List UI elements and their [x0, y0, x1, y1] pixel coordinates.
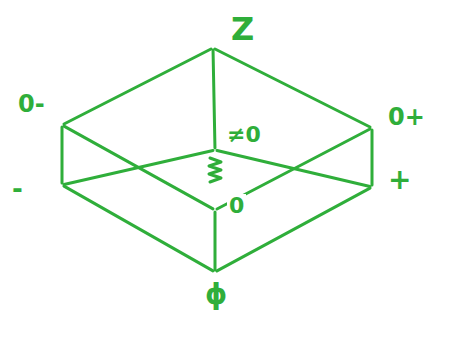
lattice-vertex: 0 [213, 208, 217, 212]
lattice-edge [64, 126, 213, 209]
vertex-label: Z [229, 12, 256, 47]
lattice-vertex: 0- [60, 123, 64, 127]
scribble [209, 158, 221, 182]
vertex-label: ≠0 [225, 123, 263, 147]
vertex-label: + [386, 165, 413, 196]
vertex-label: 0 [227, 194, 246, 218]
lattice-edge [64, 186, 213, 271]
lattice-vertex: - [60, 183, 64, 187]
lattice-edge [213, 50, 215, 148]
vertex-label: - [10, 175, 25, 204]
lattice-edge [64, 150, 213, 184]
vertex-label: 0- [16, 91, 47, 117]
lattice-vertex: ϕ [213, 270, 217, 274]
lattice-edge [214, 212, 217, 270]
lattice-vertex: 0+ [370, 126, 374, 130]
lattice-edge [61, 127, 64, 183]
lattice-edge [371, 130, 374, 185]
lattice-edge [215, 49, 370, 127]
vertex-label: 0+ [386, 104, 427, 130]
lattice-vertex: Z [211, 46, 215, 50]
lattice-vertex: ≠0 [213, 148, 217, 152]
lattice-vertex: + [370, 185, 374, 189]
lattice-edge [217, 188, 370, 271]
vertex-label: ϕ [203, 280, 229, 311]
lattice-edge [64, 49, 211, 124]
